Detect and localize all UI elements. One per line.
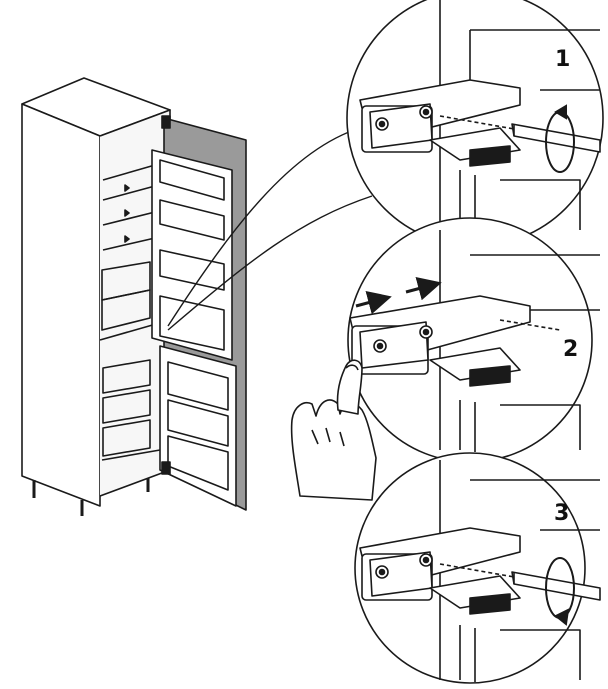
open-door-panel [151,115,247,511]
callout-lines [167,127,373,331]
hand-illustration [290,359,377,501]
detail-circle-2: 2 [347,217,600,463]
rotation-arrow-cw-icon [545,557,575,626]
fridge-cabinet-illustration [21,77,171,516]
freezer-drawer-3 [102,419,151,457]
slide-arrows-icon [355,277,442,315]
step-number-2: 2 [563,337,578,362]
cabinet-left-side [21,103,101,507]
freezer-drawer-2 [102,389,151,424]
bottom-hinge [161,461,171,475]
step-number-1: 1 [555,47,570,72]
top-hinge [161,115,171,129]
detail-circle-3: 3 [354,452,601,684]
detail-circle-1: 1 [346,0,604,247]
rotation-arrow-ccw-icon [545,104,575,173]
index-finger [336,359,363,415]
step-number-3: 3 [554,501,569,526]
freezer-drawer-1 [102,359,151,394]
